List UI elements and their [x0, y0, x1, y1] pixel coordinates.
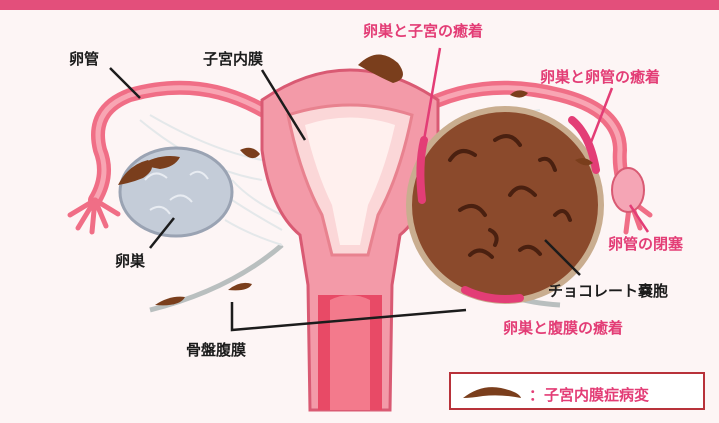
label-ovary: 卵巣	[115, 254, 145, 269]
label-adhesion-ovary-peritoneum: 卵巣と腹膜の癒着	[503, 321, 623, 336]
label-tube-occlusion: 卵管の閉塞	[608, 237, 683, 252]
lesion-legend-icon	[461, 384, 523, 402]
ovary-right-small	[612, 168, 644, 212]
fimbriae-left	[70, 200, 118, 232]
lesion-peritoneum-left-1	[155, 297, 185, 306]
label-adhesion-ovary-tube: 卵巣と卵管の癒着	[540, 70, 660, 85]
legend-label: ：子宮内膜症病変	[529, 384, 649, 405]
adhesion-ovary-uterus	[420, 140, 424, 200]
lesion-peritoneum-left-2	[228, 283, 252, 291]
label-endometrium: 子宮内膜	[203, 52, 263, 67]
legend: ：子宮内膜症病変	[449, 372, 705, 410]
label-pelvic-peritoneum: 骨盤腹膜	[186, 343, 246, 358]
label-adhesion-ovary-uterus: 卵巣と子宮の癒着	[363, 24, 483, 39]
label-fallopian-tube: 卵管	[69, 52, 99, 67]
label-chocolate-cyst: チョコレート嚢胞	[548, 284, 668, 299]
